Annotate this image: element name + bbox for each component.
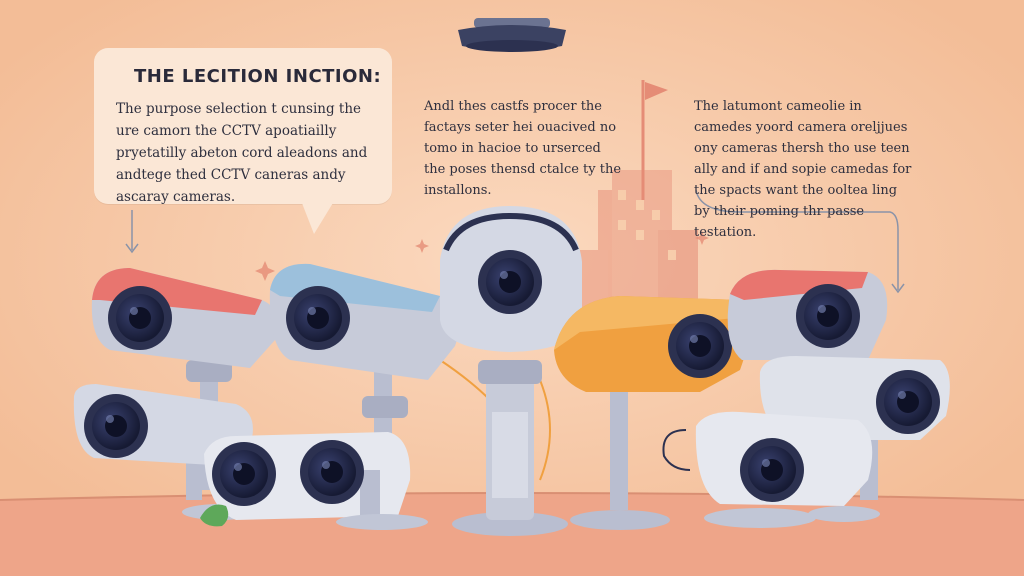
cctv-camera-center [440,206,582,536]
sparkle-decorations [255,231,709,281]
speech-bubble-left [94,48,392,204]
connector-lines [125,189,905,294]
panel-middle-text: Andl thes castfs procer the factays sete… [424,99,622,198]
panel-left-text: The purpose selection t cunsing the ure … [116,101,368,205]
cctv-camera-front-left [182,432,428,530]
cctv-camera-orange-right [554,296,750,530]
speech-bubble-tail [300,198,336,234]
flag-icon [641,80,668,200]
cctv-camera-red-left [91,268,279,490]
leaf-icon [200,504,229,527]
cctv-camera-white-left [73,384,253,500]
ceiling-dome-camera-icon [458,18,566,52]
panel-right-text: The latumont cameolie in camedes yoord c… [694,99,912,240]
cctv-camera-front-right [662,411,880,528]
panel-left-title: THE LECITION INCTION: [134,66,382,87]
cctv-camera-blue-left [269,263,460,490]
